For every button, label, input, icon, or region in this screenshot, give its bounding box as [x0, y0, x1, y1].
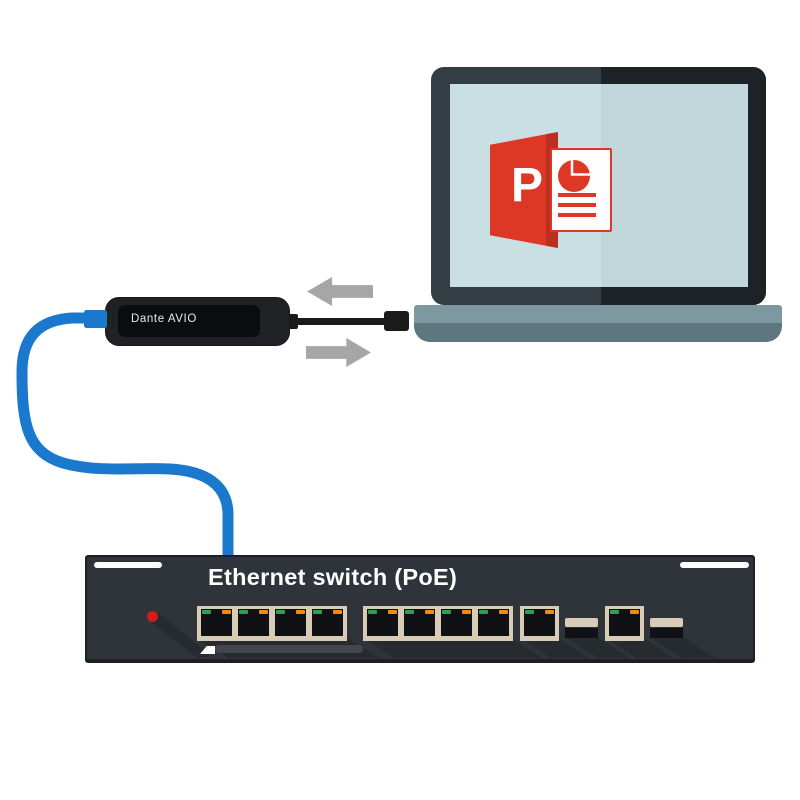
port-group-2 — [363, 606, 513, 641]
arrow-left-icon — [307, 277, 373, 306]
activity-led-orange — [630, 610, 639, 614]
switch-title: Ethernet switch (PoE) — [208, 564, 458, 590]
link-led-green — [405, 610, 414, 614]
sfp-cover — [565, 618, 598, 627]
rj45-port — [275, 609, 306, 636]
link-led-green — [313, 610, 322, 614]
uplink-port-1 — [520, 606, 559, 641]
rj45-port — [201, 609, 232, 636]
rack-ear-left — [94, 562, 162, 568]
rj45-port — [441, 609, 472, 636]
adapter-label-window — [118, 305, 260, 337]
link-led-green — [202, 610, 211, 614]
sfp-slot-1 — [565, 618, 598, 638]
rj45-port — [238, 609, 269, 636]
dante-avio-adapter: Dante AVIO — [105, 297, 290, 346]
blue-rj45-plug — [84, 310, 107, 328]
adapter-label: Dante AVIO — [131, 313, 197, 325]
link-led-green — [276, 610, 285, 614]
usb-cable — [294, 318, 389, 325]
activity-led-orange — [425, 610, 434, 614]
activity-led-orange — [545, 610, 554, 614]
laptop-base — [414, 305, 782, 342]
slide-text-line — [558, 193, 596, 197]
activity-led-orange — [259, 610, 268, 614]
link-led-green — [610, 610, 619, 614]
sfp-slot-2 — [650, 618, 683, 638]
rack-ear-right — [680, 562, 749, 568]
rj45-port — [404, 609, 435, 636]
activity-led-orange — [333, 610, 342, 614]
link-led-green — [368, 610, 377, 614]
sfp-opening — [565, 628, 598, 638]
activity-led-orange — [296, 610, 305, 614]
activity-led-orange — [462, 610, 471, 614]
slide-text-line — [558, 203, 596, 207]
activity-led-orange — [499, 610, 508, 614]
port-group-1 — [197, 606, 347, 641]
switch-shadows — [148, 612, 715, 658]
status-led — [147, 611, 158, 622]
uplink-port-2 — [605, 606, 644, 641]
pie-chart-icon — [558, 159, 590, 192]
link-led-green — [525, 610, 534, 614]
sfp-cover — [650, 618, 683, 627]
powerpoint-letter: P — [511, 159, 544, 212]
powerpoint-slide-icon — [550, 148, 612, 232]
ethernet-switch: Ethernet switch (PoE) — [85, 555, 755, 663]
rj45-port — [609, 609, 640, 636]
laptop-screen-shade — [601, 84, 748, 287]
rj45-port — [478, 609, 509, 636]
slide-text-line — [558, 213, 596, 217]
powerpoint-logo: P — [490, 132, 558, 248]
switch-vent-highlight — [200, 646, 215, 654]
rj45-port — [312, 609, 343, 636]
rj45-port — [524, 609, 555, 636]
link-led-green — [239, 610, 248, 614]
activity-led-orange — [222, 610, 231, 614]
arrow-right-icon — [306, 338, 371, 367]
rj45-port — [367, 609, 398, 636]
usb-plug — [384, 311, 409, 331]
activity-led-orange — [388, 610, 397, 614]
link-led-green — [442, 610, 451, 614]
sfp-opening — [650, 628, 683, 638]
link-led-green — [479, 610, 488, 614]
switch-vent-slot — [215, 645, 363, 653]
